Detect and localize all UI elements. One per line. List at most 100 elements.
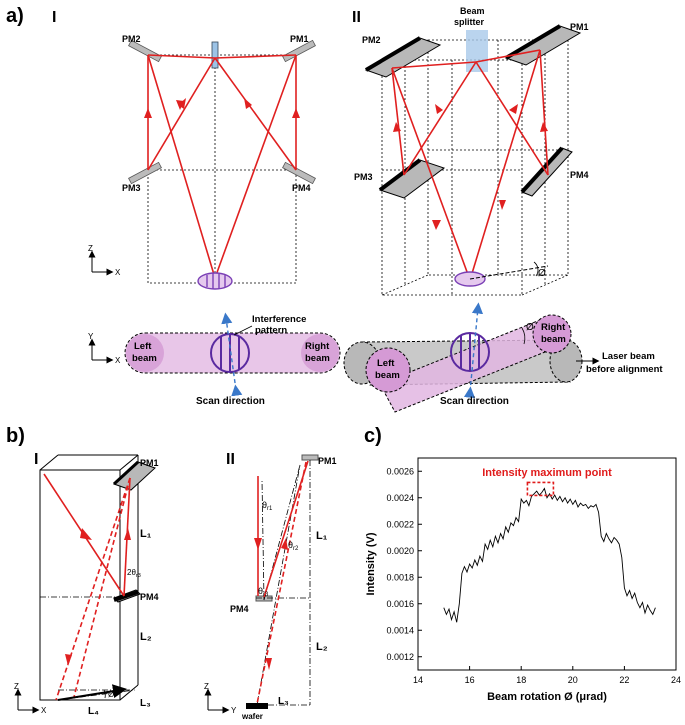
a1-interference-2: pattern	[255, 325, 287, 336]
y-tick-label: 0.0026	[386, 466, 414, 476]
a1-beam-arrows	[144, 98, 300, 118]
x-tick-label: 14	[413, 675, 423, 685]
a2-laser-1: Laser beam	[602, 351, 655, 362]
a2-scan-arrow	[463, 302, 484, 399]
a1-callout	[233, 325, 253, 336]
plot-frame	[417, 457, 677, 671]
a2-laser-2: before alignment	[586, 364, 663, 375]
x-tick-label: 16	[465, 675, 475, 685]
panel-a-sub-II: II	[352, 9, 361, 26]
panel-a-label: a)	[6, 5, 24, 27]
panel-c-label: c)	[364, 425, 382, 447]
b2-theta-r2: θr2	[288, 540, 299, 552]
b1-two-theta: 2θr3	[127, 568, 141, 579]
a2-pm1-label: PM1	[570, 22, 589, 32]
b2-beams	[256, 460, 309, 705]
a2-beams	[391, 49, 549, 281]
panel-a-sub-I: I	[52, 9, 56, 26]
b1-rotation-arrow	[57, 684, 127, 701]
b2-l2: L₂	[316, 641, 328, 653]
panel-b-sub-I: I	[34, 451, 38, 468]
a2-right-beam-2: beam	[541, 334, 566, 345]
a1-axis-y: Y	[88, 332, 94, 341]
b1-phi: Ø	[108, 690, 114, 699]
b1-beams	[43, 473, 131, 701]
y-tick-label: 0.0016	[386, 599, 414, 609]
x-tick-label: 24	[671, 675, 681, 685]
y-tick-label: 0.0024	[386, 493, 414, 503]
y-tick-label: 0.0014	[386, 625, 414, 635]
b2-axes	[204, 688, 230, 714]
y-axis-label: Intensity (V)	[365, 532, 377, 595]
a2-right-beam	[532, 314, 572, 354]
b1-axes	[14, 688, 40, 714]
b2-axis-y: Y	[231, 706, 237, 715]
b1-mirrors	[112, 460, 156, 603]
a1-frame	[147, 54, 297, 284]
a1-spot	[197, 272, 233, 290]
a1-axes-xy	[88, 338, 114, 364]
a2-rotation-line	[469, 265, 549, 280]
a1-scan-arrow	[221, 312, 243, 397]
a1-pm4-label: PM4	[292, 183, 311, 193]
max-point-box	[526, 481, 555, 497]
a2-scan-label: Scan direction	[440, 396, 509, 407]
panel-b-sub-II: II	[226, 451, 235, 468]
a1-axis-x2: X	[115, 356, 121, 365]
panel-b-label: b)	[6, 425, 25, 447]
b2-pm4-label: PM4	[230, 604, 249, 614]
a1-beams	[147, 54, 297, 279]
y-tick-label: 0.0018	[386, 572, 414, 582]
a1-axes	[88, 250, 114, 276]
b1-beam-arrows	[65, 528, 131, 666]
a1-left-beam	[126, 334, 164, 372]
y-tick-label: 0.0020	[386, 546, 414, 556]
b2-pm1-label: PM1	[318, 456, 337, 466]
a1-fringes	[206, 273, 226, 289]
b2-theta-r3: θr3	[258, 586, 269, 598]
a2-left-beam-1: Left	[377, 358, 395, 369]
b1-l4: L₄	[88, 706, 99, 717]
a2-left-beam-2: beam	[375, 370, 400, 381]
a2-left-beam	[365, 347, 411, 393]
a1-left-beam-1: Left	[134, 341, 152, 352]
b2-beam-arrows	[254, 538, 288, 670]
b1-box	[39, 454, 139, 701]
b2-axis-z: Z	[204, 682, 209, 691]
b2-l1: L₁	[316, 530, 328, 542]
x-tick-label: 20	[568, 675, 578, 685]
x-tick-label: 18	[516, 675, 526, 685]
b2-l3: L₃	[278, 696, 289, 707]
a1-right-beam-2: beam	[305, 353, 330, 364]
a1-mirrors	[128, 39, 316, 185]
b2-theta-r1: θr1	[262, 500, 273, 512]
b1-pm4-label: PM4	[140, 592, 159, 602]
a1-left-beam-2: beam	[132, 353, 157, 364]
y-tick-label: 0.0022	[386, 519, 414, 529]
x-axis-label: Beam rotation Ø (μrad)	[487, 691, 607, 703]
y-tick-label: 0.0012	[386, 652, 414, 662]
a1-right-beam-1: Right	[305, 341, 330, 352]
a2-beam-splitter-2: splitter	[454, 17, 485, 27]
a2-phi: Ø	[538, 268, 546, 279]
a1-pm3-label: PM3	[122, 183, 141, 193]
b2-wafer-label: wafer	[241, 712, 263, 721]
a2-pm4-label: PM4	[570, 170, 589, 180]
a2-beam-arrows	[393, 104, 548, 230]
a1-interference-1: Interference	[252, 314, 306, 325]
a1-right-beam	[301, 334, 339, 372]
b2-wafer	[246, 703, 268, 709]
max-point-annotation: Intensity maximum point	[482, 467, 612, 479]
b1-axis-x: X	[41, 706, 47, 715]
a2-rotation-arc	[533, 261, 539, 277]
b1-l1: L₁	[140, 528, 152, 540]
a2-beam-splitter-1: Beam	[460, 6, 485, 16]
a2-right-beam-1: Right	[541, 322, 566, 333]
a1-pm2-label: PM2	[122, 34, 141, 44]
intensity-series-line	[443, 487, 656, 623]
b1-axis-z: Z	[14, 682, 19, 691]
a1-axis-x: X	[115, 268, 121, 277]
a2-pm2-label: PM2	[362, 35, 381, 45]
b1-pm1-label: PM1	[140, 458, 159, 468]
a1-axis-z: Z	[88, 244, 93, 253]
